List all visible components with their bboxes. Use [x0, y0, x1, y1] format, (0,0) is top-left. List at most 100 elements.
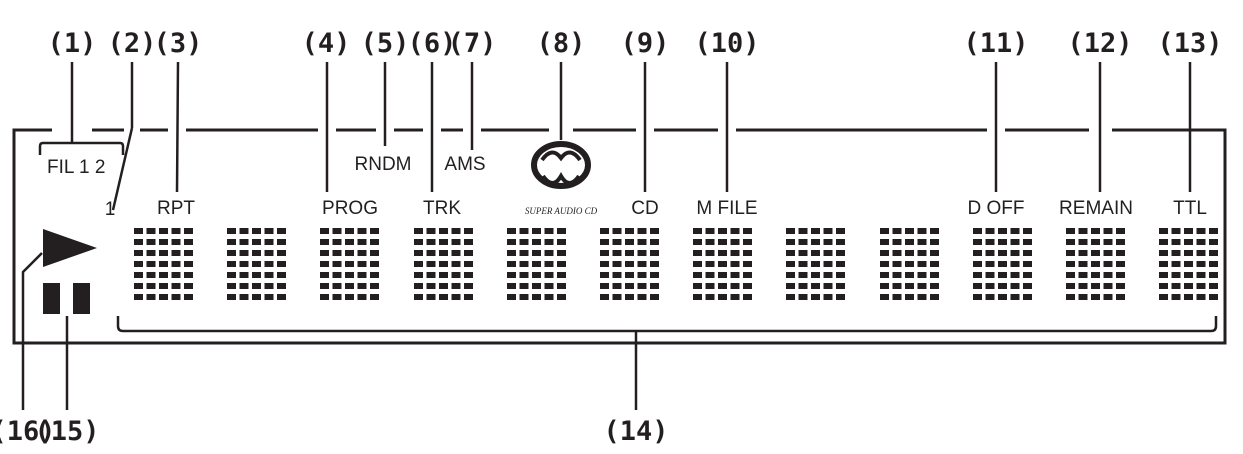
matrix-dot — [743, 239, 752, 245]
matrix-dot — [426, 228, 436, 234]
matrix-dot — [1023, 250, 1032, 256]
matrix-dot — [786, 239, 795, 245]
matrix-dot — [693, 250, 702, 256]
callout-12: (12) — [1067, 28, 1132, 59]
callout-10: (10) — [694, 28, 759, 59]
matrix-dot — [532, 294, 541, 300]
matrix-dot — [1010, 239, 1020, 245]
callout-13: (13) — [1157, 28, 1222, 59]
matrix-dot — [743, 294, 752, 300]
matrix-dot — [184, 272, 193, 278]
matrix-dot — [357, 261, 367, 267]
matrix-dot — [743, 283, 752, 289]
matrix-dot — [1010, 261, 1020, 267]
matrix-dot — [370, 250, 379, 256]
matrix-dot — [600, 283, 609, 289]
matrix-dot — [798, 250, 808, 256]
matrix-dot — [345, 239, 354, 245]
matrix-dot — [134, 239, 143, 245]
matrix-dot — [451, 294, 461, 300]
matrix-dot — [1010, 283, 1020, 289]
matrix-dot — [743, 250, 752, 256]
matrix-dot — [146, 239, 156, 245]
matrix-dot — [917, 272, 927, 278]
matrix-dot — [905, 294, 914, 300]
matrix-dot — [1184, 228, 1193, 234]
matrix-dot — [1159, 294, 1168, 300]
matrix-dot — [1171, 250, 1181, 256]
matrix-dot — [557, 239, 566, 245]
matrix-dot — [227, 272, 236, 278]
matrix-dot — [134, 228, 143, 234]
matrix-dot — [930, 239, 939, 245]
matrix-dot — [693, 272, 702, 278]
matrix-dot — [464, 261, 473, 267]
matrix-dot — [426, 250, 436, 256]
matrix-dot — [1010, 250, 1020, 256]
matrix-dot — [836, 294, 845, 300]
matrix-dot — [1066, 228, 1075, 234]
matrix-dot — [798, 228, 808, 234]
matrix-dot — [985, 294, 995, 300]
matrix-dot — [973, 239, 982, 245]
matrix-dot — [519, 250, 529, 256]
matrix-dot — [705, 250, 715, 256]
matrix-dot — [1116, 272, 1125, 278]
matrix-dot — [1091, 228, 1100, 234]
matrix-dot — [625, 239, 634, 245]
callout-11: (11) — [963, 28, 1028, 59]
matrix-dot — [544, 239, 554, 245]
matrix-dot — [171, 272, 181, 278]
matrix-dot — [705, 294, 715, 300]
matrix-dot — [798, 261, 808, 267]
track-one-indicator: 1 — [105, 199, 116, 220]
matrix-dot — [600, 228, 609, 234]
matrix-character-cell — [786, 228, 845, 300]
matrix-dot — [227, 294, 236, 300]
matrix-dot — [693, 294, 702, 300]
matrix-dot — [507, 239, 516, 245]
matrix-dot — [625, 272, 634, 278]
matrix-dot — [600, 294, 609, 300]
matrix-dot — [464, 294, 473, 300]
matrix-dot — [1196, 250, 1206, 256]
matrix-dot — [171, 294, 181, 300]
matrix-dot — [743, 261, 752, 267]
prog-indicator: PROG — [322, 198, 378, 219]
matrix-character-cell — [693, 228, 752, 300]
matrix-dot — [239, 272, 249, 278]
matrix-dot — [171, 283, 181, 289]
matrix-dot — [973, 283, 982, 289]
doff-indicator: D OFF — [968, 198, 1025, 219]
trk-indicator: TRK — [423, 198, 461, 219]
matrix-dot — [637, 283, 647, 289]
matrix-dot — [823, 239, 833, 245]
matrix-dot — [264, 294, 274, 300]
matrix-dot — [880, 261, 889, 267]
matrix-dot — [917, 239, 927, 245]
matrix-dot — [1078, 294, 1088, 300]
matrix-dot — [159, 228, 168, 234]
matrix-dot — [1209, 294, 1218, 300]
matrix-dot — [1184, 239, 1193, 245]
matrix-dot — [264, 261, 274, 267]
matrix-dot — [519, 261, 529, 267]
matrix-dot — [600, 250, 609, 256]
matrix-character-cell — [227, 228, 286, 300]
matrix-dot — [426, 261, 436, 267]
matrix-dot — [414, 283, 423, 289]
matrix-dot — [612, 239, 622, 245]
matrix-dot — [985, 250, 995, 256]
matrix-dot — [277, 239, 286, 245]
matrix-dot — [357, 228, 367, 234]
matrix-character-cell — [973, 228, 1032, 300]
matrix-dot — [1171, 228, 1181, 234]
matrix-dot — [1066, 261, 1075, 267]
matrix-dot — [277, 228, 286, 234]
matrix-dot — [823, 294, 833, 300]
matrix-dot — [134, 261, 143, 267]
matrix-dot — [973, 228, 982, 234]
matrix-dot — [1209, 250, 1218, 256]
matrix-dot — [264, 283, 274, 289]
matrix-dot — [917, 261, 927, 267]
